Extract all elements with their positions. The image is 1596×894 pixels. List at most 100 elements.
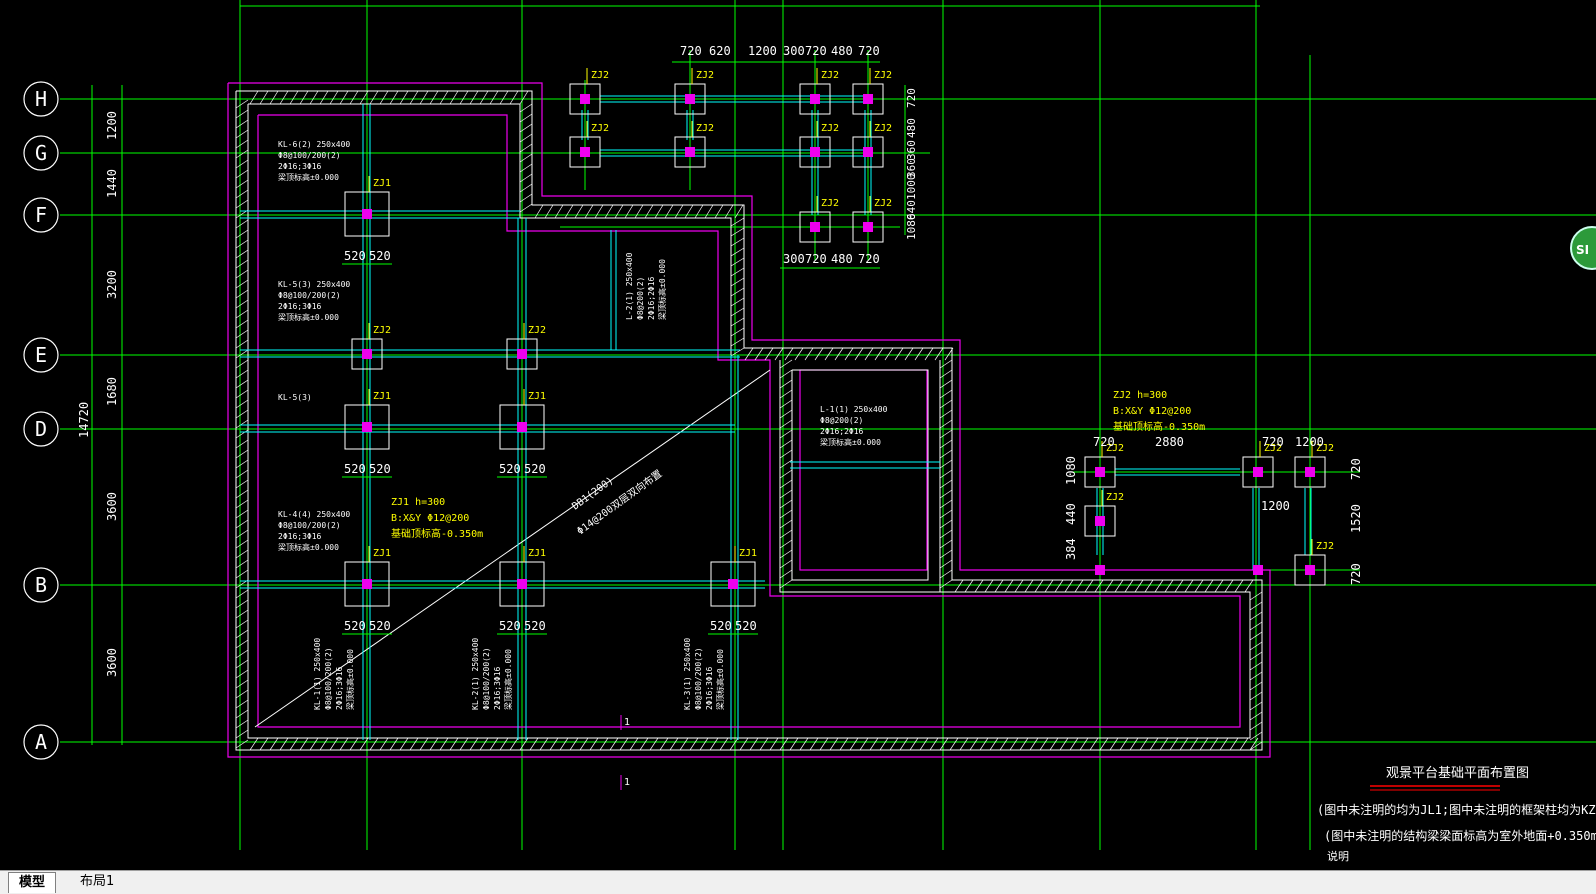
grid-bubble-f: F xyxy=(23,197,59,233)
beam-note-kl5b: KL-5(3) xyxy=(278,393,312,402)
svg-text:520: 520 xyxy=(499,462,521,476)
svg-text:ZJ2: ZJ2 xyxy=(591,123,609,134)
svg-text:2Φ16;2Φ16: 2Φ16;2Φ16 xyxy=(820,427,864,436)
svg-text:720: 720 xyxy=(680,44,702,58)
svg-text:ZJ2: ZJ2 xyxy=(1106,492,1124,503)
svg-text:720: 720 xyxy=(1349,458,1363,480)
grid-bubble-d: D xyxy=(23,411,59,447)
footing: ZJ1 xyxy=(344,176,391,237)
grid-bubble-b: B xyxy=(23,567,59,603)
beam-note-kl5: KL-5(3) 250x400Φ8@100/200(2)2Φ16;3Φ16梁顶标… xyxy=(278,280,350,322)
svg-text:ZJ2: ZJ2 xyxy=(821,198,839,209)
svg-text:720: 720 xyxy=(905,88,918,108)
top-cluster-dimensions: 720 620 1200 300 720 480 720 300 720 480… xyxy=(680,44,880,266)
svg-text:梁顶标高±0.000: 梁顶标高±0.000 xyxy=(657,259,667,320)
svg-text:ZJ2: ZJ2 xyxy=(874,123,892,134)
right-block-dimensions: 720 2880 720 1200 1200 1520 720 720 440 … xyxy=(1064,435,1363,585)
svg-text:520: 520 xyxy=(524,619,546,633)
svg-text:ZJ2: ZJ2 xyxy=(874,198,892,209)
svg-text:520: 520 xyxy=(710,619,732,633)
svg-text:Φ8@200(2): Φ8@200(2) xyxy=(636,277,645,320)
svg-text:480: 480 xyxy=(831,252,853,266)
grid-bubble-a: A xyxy=(23,724,59,760)
svg-text:2880: 2880 xyxy=(1155,435,1184,449)
svg-text:(图中未注明的均为JL1;图中未注明的框架柱均为KZ1): (图中未注明的均为JL1;图中未注明的框架柱均为KZ1) xyxy=(1317,802,1596,817)
footing: ZJ1 xyxy=(344,546,391,607)
svg-text:KL-3(1) 250x400: KL-3(1) 250x400 xyxy=(683,638,692,710)
row-dimension: 1440 xyxy=(105,169,119,198)
svg-text:ZJ2: ZJ2 xyxy=(528,325,546,336)
svg-text:520: 520 xyxy=(344,249,366,263)
svg-text:梁顶标高±0.000: 梁顶标高±0.000 xyxy=(820,437,881,447)
svg-text:2Φ16;3Φ16: 2Φ16;3Φ16 xyxy=(493,666,502,710)
svg-text:520: 520 xyxy=(369,249,391,263)
svg-text:Φ8@100/200(2): Φ8@100/200(2) xyxy=(278,291,341,300)
svg-text:1200: 1200 xyxy=(748,44,777,58)
svg-text:A: A xyxy=(35,730,47,754)
svg-text:720: 720 xyxy=(805,44,827,58)
pile-cap: ZJ2 xyxy=(569,121,609,168)
pile-cap: ZJ2 xyxy=(852,121,892,168)
slab-note: DB1(200) Φ14@200双层双向布置 xyxy=(570,467,664,538)
svg-text:720: 720 xyxy=(1093,435,1115,449)
pile-cap: ZJ2 xyxy=(1084,490,1124,537)
svg-text:ZJ1: ZJ1 xyxy=(373,548,391,559)
svg-text:1200: 1200 xyxy=(1295,435,1324,449)
svg-text:720: 720 xyxy=(858,44,880,58)
svg-text:ZJ1: ZJ1 xyxy=(373,391,391,402)
svg-text:Φ8@100/200(2): Φ8@100/200(2) xyxy=(694,647,703,710)
pile-cap: ZJ2 xyxy=(799,196,839,243)
svg-text:1: 1 xyxy=(624,717,630,728)
svg-text:梁顶标高±0.000: 梁顶标高±0.000 xyxy=(278,312,339,322)
svg-text:B:X&Y Φ12@200: B:X&Y Φ12@200 xyxy=(391,513,469,524)
svg-text:720: 720 xyxy=(1349,563,1363,585)
svg-text:620: 620 xyxy=(709,44,731,58)
svg-text:梁顶标高±0.000: 梁顶标高±0.000 xyxy=(715,649,725,710)
pile-cap: ZJ2 xyxy=(674,68,714,115)
svg-text:2Φ16;3Φ16: 2Φ16;3Φ16 xyxy=(278,162,322,171)
svg-text:ZJ2: ZJ2 xyxy=(1316,443,1334,454)
svg-text:480: 480 xyxy=(905,118,918,138)
svg-text:B:X&Y Φ12@200: B:X&Y Φ12@200 xyxy=(1113,406,1191,417)
svg-text:1: 1 xyxy=(624,777,630,788)
beam-note-l1: L-1(1) 250x400Φ8@200(2)2Φ16;2Φ16梁顶标高±0.0… xyxy=(820,405,888,447)
pile-cap: ZJ2 xyxy=(1242,441,1282,488)
grid-axis-bubbles: H G F E D B A xyxy=(23,81,59,760)
svg-text:ZJ2: ZJ2 xyxy=(696,70,714,81)
svg-text:KL-4(4) 250x400: KL-4(4) 250x400 xyxy=(278,510,350,519)
svg-text:ZJ2: ZJ2 xyxy=(821,123,839,134)
svg-text:2Φ16;3Φ16: 2Φ16;3Φ16 xyxy=(278,532,322,541)
tab-layout1[interactable]: 布局1 xyxy=(80,874,115,889)
svg-text:G: G xyxy=(35,141,47,165)
grid-bubble-h: H xyxy=(23,81,59,117)
svg-text:KL-6(2) 250x400: KL-6(2) 250x400 xyxy=(278,140,350,149)
svg-text:520: 520 xyxy=(499,619,521,633)
svg-text:L-2(1) 250x400: L-2(1) 250x400 xyxy=(625,252,634,320)
wall-band xyxy=(235,90,1263,751)
svg-text:Φ8@100/200(2): Φ8@100/200(2) xyxy=(482,647,491,710)
svg-text:520: 520 xyxy=(344,462,366,476)
svg-text:Φ8@200(2): Φ8@200(2) xyxy=(820,416,863,425)
svg-text:520: 520 xyxy=(369,462,391,476)
svg-text:H: H xyxy=(35,87,47,111)
grid-bubble-e: E xyxy=(23,337,59,373)
svg-text:360: 360 xyxy=(905,140,918,160)
svg-text:ZJ2: ZJ2 xyxy=(874,70,892,81)
svg-text:ZJ1: ZJ1 xyxy=(739,548,757,559)
svg-text:ZJ2: ZJ2 xyxy=(821,70,839,81)
svg-text:ZJ2: ZJ2 xyxy=(1106,443,1124,454)
svg-text:(图中未注明的结构梁梁面标高为室外地面+0.350m): (图中未注明的结构梁梁面标高为室外地面+0.350m) xyxy=(1324,828,1596,843)
svg-text:Φ8@100/200(2): Φ8@100/200(2) xyxy=(278,151,341,160)
svg-text:2Φ16;3Φ16: 2Φ16;3Φ16 xyxy=(278,302,322,311)
pile-cap: ZJ2 xyxy=(799,68,839,115)
svg-text:300: 300 xyxy=(783,44,805,58)
svg-text:ZJ2: ZJ2 xyxy=(1316,541,1334,552)
tab-model[interactable]: 模型 xyxy=(8,872,57,893)
svg-text:梁顶标高±0.000: 梁顶标高±0.000 xyxy=(278,542,339,552)
pile-cap: ZJ2 xyxy=(1294,441,1334,488)
svg-text:ZJ1: ZJ1 xyxy=(373,178,391,189)
right-cluster-dimensions: 720 480 360 360 1000 640 1080 xyxy=(905,88,918,240)
